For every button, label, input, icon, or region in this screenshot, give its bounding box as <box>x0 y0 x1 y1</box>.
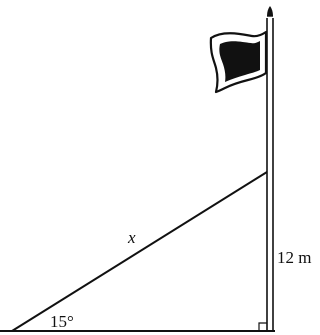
right-angle-marker <box>258 322 267 331</box>
support-line <box>11 171 268 332</box>
flag-icon <box>209 30 268 94</box>
hypotenuse-label: x <box>127 228 136 247</box>
pole-finial <box>267 6 273 16</box>
height-label: 12 m <box>277 248 311 267</box>
flagpole <box>266 6 274 331</box>
angle-label: 15° <box>50 312 74 331</box>
